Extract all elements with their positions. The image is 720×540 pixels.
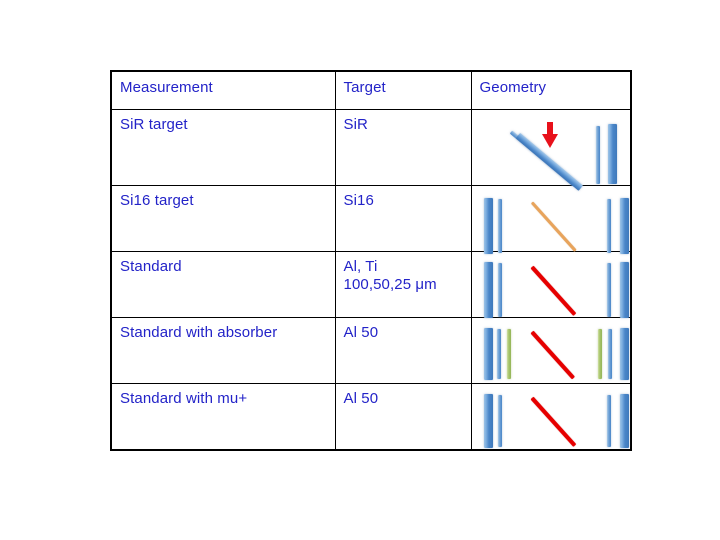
- table-row: Standard with mu+ Al 50: [110, 383, 632, 450]
- red-beam-line-icon: [530, 396, 576, 447]
- cell-measurement: Standard with absorber: [110, 317, 336, 384]
- header-cell-measurement: Measurement: [110, 70, 336, 110]
- red-beam-line-icon: [530, 265, 576, 316]
- vertical-bar-thin-icon: [606, 199, 611, 253]
- header-cell-target: Target: [334, 70, 472, 110]
- vertical-bar-thin-icon: [497, 199, 502, 253]
- target-line-1: Al, Ti: [343, 258, 378, 275]
- cell-geometry: [470, 109, 632, 191]
- cell-target: Al 50: [334, 383, 472, 450]
- vertical-bar-thin-icon: [606, 263, 611, 317]
- vertical-bar-thin-icon: [497, 395, 502, 447]
- cell-measurement: SiR target: [110, 109, 336, 186]
- cell-target: SiR: [334, 109, 472, 186]
- cell-geometry: [470, 383, 632, 450]
- vertical-bar-green-icon: [506, 329, 511, 379]
- cell-geometry: [470, 251, 632, 318]
- vertical-bar-thin-icon: [595, 126, 600, 184]
- measurement-geometry-table: Measurement Target Geometry SiR target S…: [110, 70, 632, 451]
- vertical-bar-thick-icon: [483, 394, 493, 448]
- target-thickness-value: 100,50,25: [343, 275, 416, 293]
- vertical-bar-thick-icon: [619, 262, 629, 318]
- header-cell-geometry: Geometry: [470, 70, 632, 110]
- vertical-bar-thick-icon: [619, 394, 629, 448]
- table-row: Standard with absorber Al 50: [110, 317, 632, 384]
- target-line-2: 100,50,25 μm: [344, 276, 471, 294]
- vertical-bar-thick-icon: [483, 198, 493, 254]
- vertical-bar-thin-icon: [496, 329, 501, 379]
- red-down-arrow-icon: [541, 122, 558, 148]
- table-row: SiR target SiR: [110, 109, 632, 191]
- geometry-diagram-sir: [480, 116, 640, 191]
- geometry-diagram-standard: [480, 258, 640, 318]
- table-header-row: Measurement Target Geometry: [110, 70, 632, 110]
- cell-geometry: [470, 185, 632, 254]
- red-beam-line-icon: [530, 330, 575, 380]
- table-row: Standard Al, Ti 100,50,25 μm: [110, 251, 632, 318]
- cell-target: Al, Ti 100,50,25 μm: [334, 251, 472, 318]
- vertical-bar-thin-icon: [607, 329, 612, 379]
- vertical-bar-thin-icon: [497, 263, 502, 317]
- cell-geometry: [470, 317, 632, 384]
- geometry-diagram-absorber: [480, 324, 640, 383]
- vertical-bar-green-icon: [597, 329, 602, 379]
- vertical-bar-thick-icon: [607, 124, 617, 184]
- cell-target: Si16: [334, 185, 472, 252]
- vertical-bar-thick-icon: [483, 262, 493, 318]
- cell-measurement: Si16 target: [110, 185, 336, 252]
- cell-target: Al 50: [334, 317, 472, 384]
- geometry-diagram-si16: [480, 192, 640, 254]
- table-row: Si16 target Si16: [110, 185, 632, 254]
- geometry-diagram-muon: [480, 390, 640, 449]
- target-thickness-unit: μm: [415, 275, 437, 293]
- vertical-bar-thin-icon: [606, 395, 611, 447]
- cell-measurement: Standard: [110, 251, 336, 318]
- vertical-bar-thick-icon: [619, 328, 629, 380]
- orange-beam-line-icon: [530, 201, 577, 252]
- vertical-bar-thick-icon: [483, 328, 493, 380]
- vertical-bar-thick-icon: [619, 198, 629, 254]
- cell-measurement: Standard with mu+: [110, 383, 336, 450]
